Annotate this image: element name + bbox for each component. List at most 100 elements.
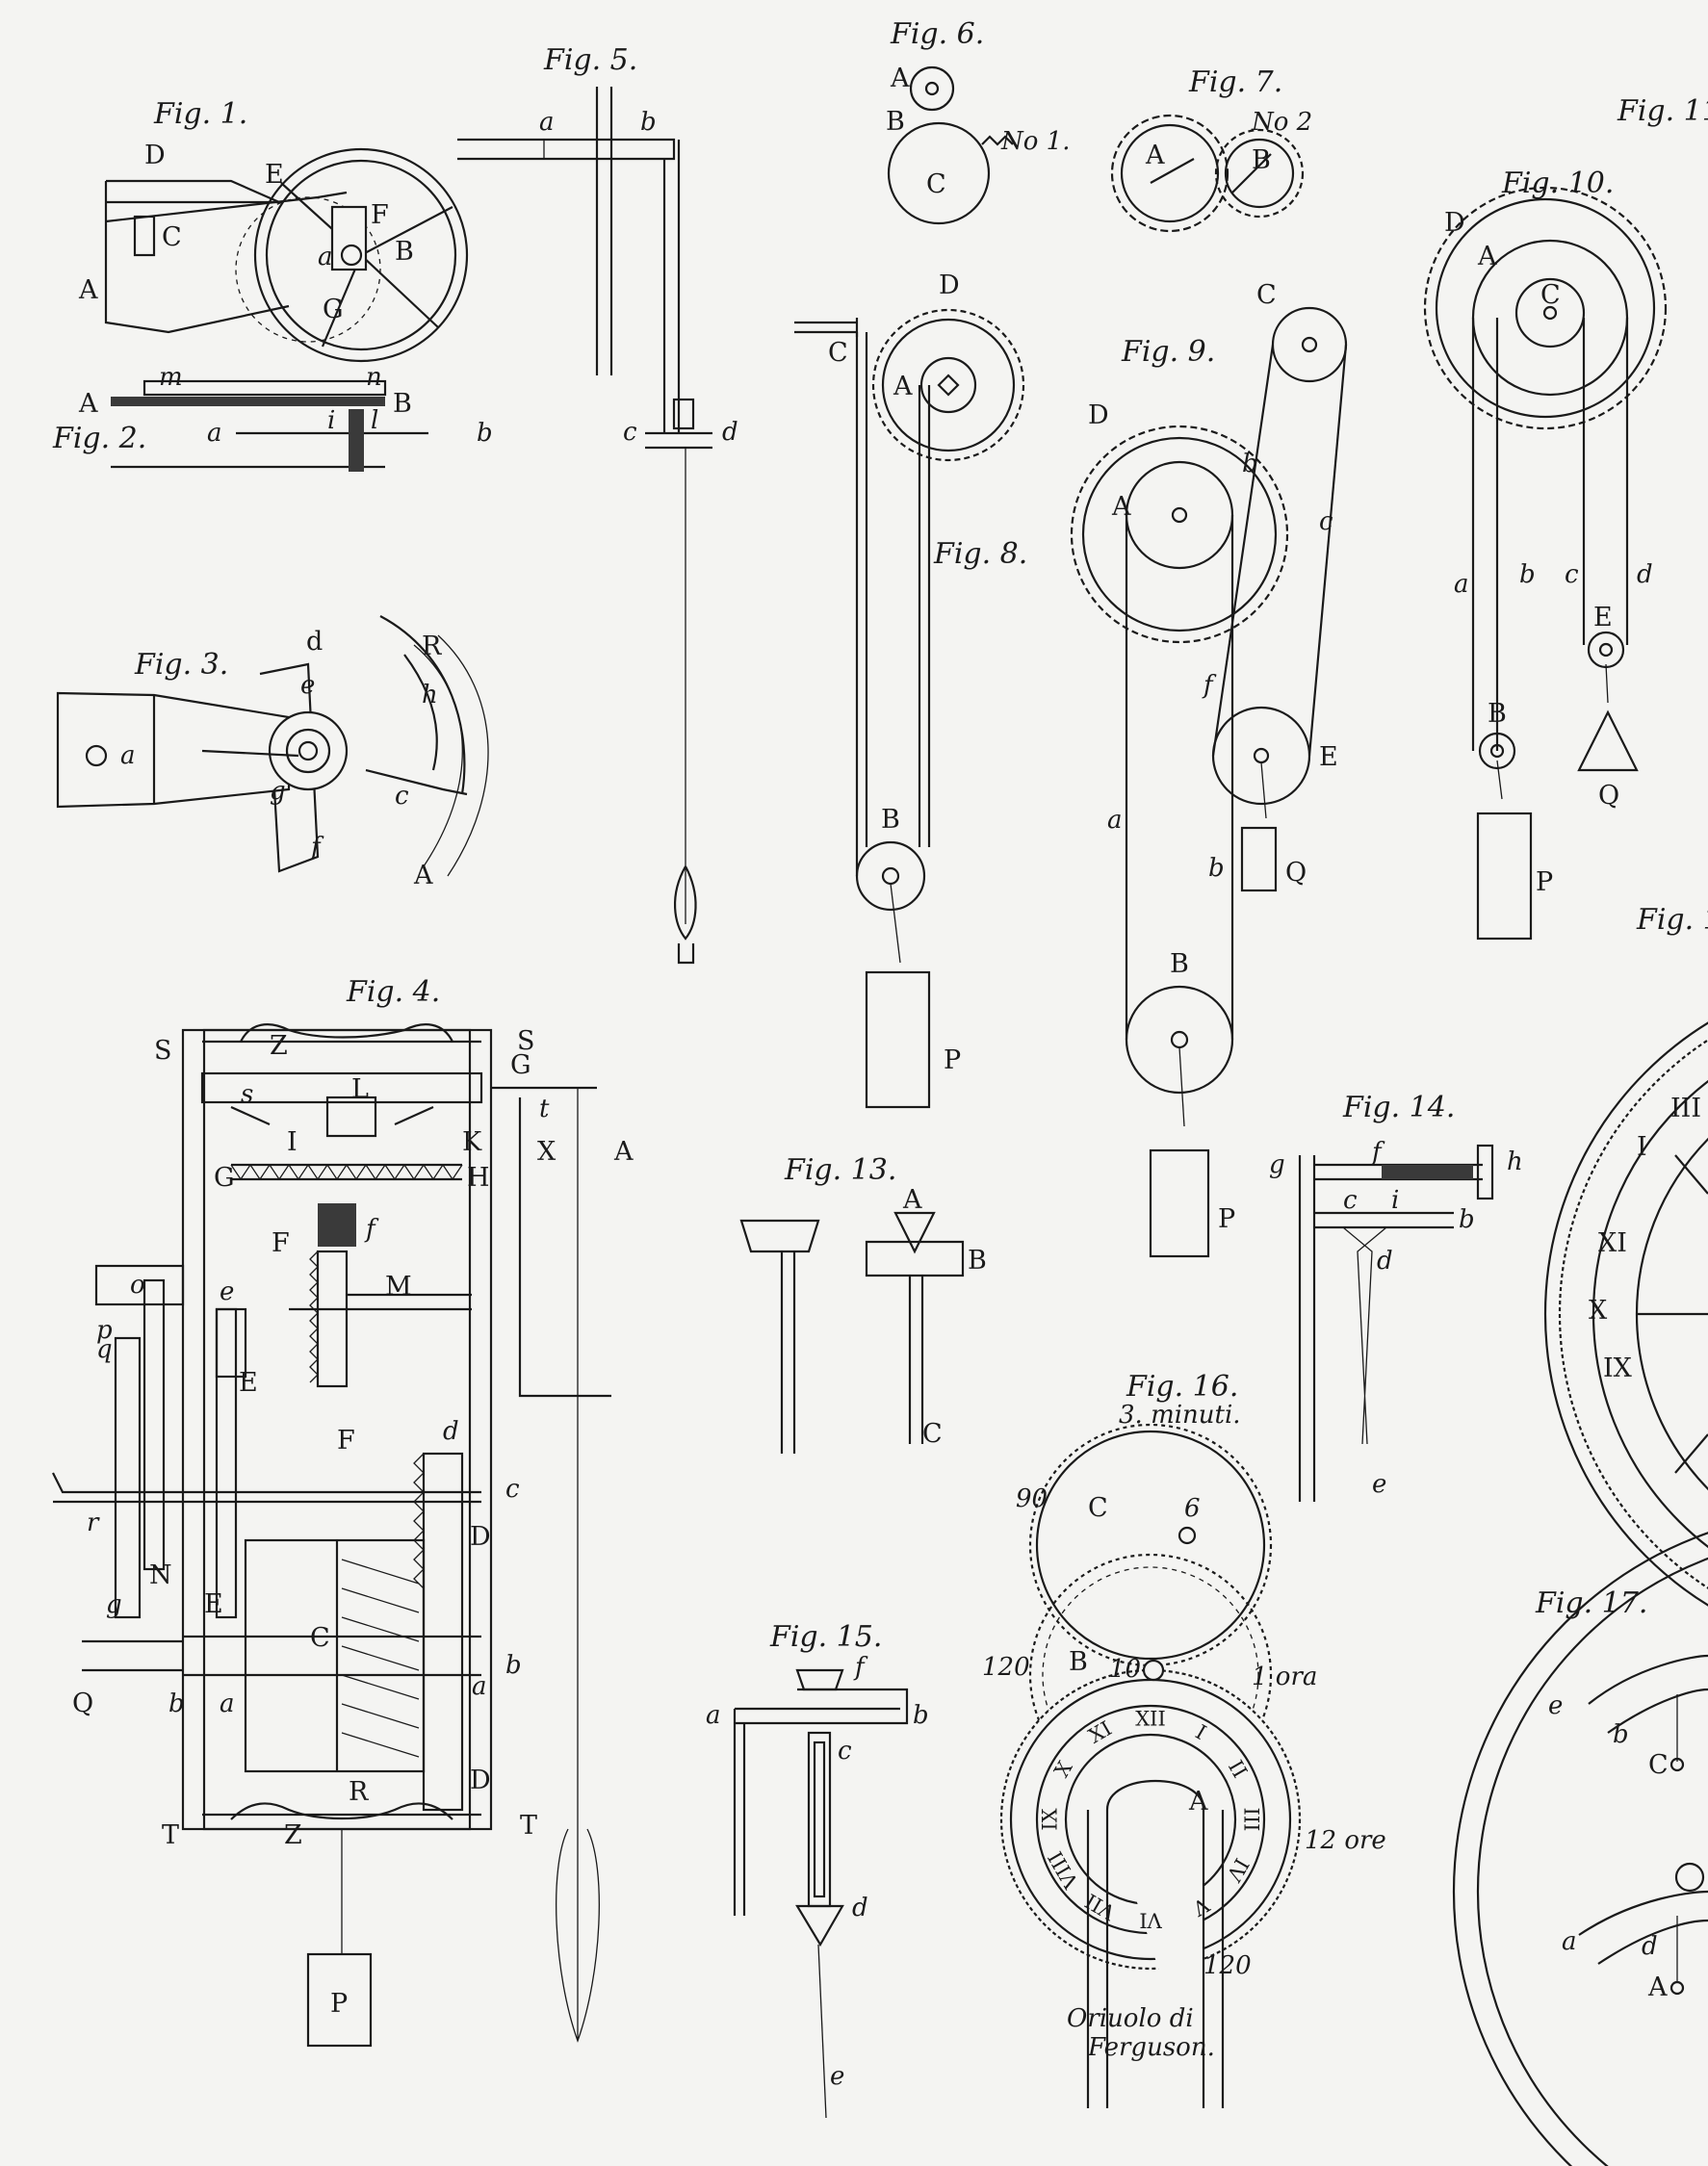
fig10-label: P xyxy=(1536,867,1553,897)
fig4-label: I xyxy=(287,1127,298,1157)
fig11-caption: Fig. 11 xyxy=(1617,94,1708,128)
fig4-label: d xyxy=(443,1417,459,1446)
fig2-label: B xyxy=(393,389,412,419)
fig12-label: IX xyxy=(1603,1354,1633,1383)
fig8-label: D xyxy=(939,271,960,300)
fig9-label: E xyxy=(1319,742,1338,772)
fig10-label: b xyxy=(1519,560,1536,589)
fig16-footer: Ferguson. xyxy=(1087,2033,1215,2062)
figure-11: Fig. 11 xyxy=(1617,94,1708,128)
fig15-label: d xyxy=(852,1894,868,1922)
fig3-label: a xyxy=(120,741,136,770)
fig6-label: B xyxy=(886,107,905,137)
figure-8: Fig. 8. C D A B P xyxy=(794,271,1027,1109)
fig4-label: E xyxy=(204,1589,223,1619)
fig3-label: f xyxy=(309,833,324,862)
fig14-label: b xyxy=(1459,1205,1475,1234)
fig14-label: g xyxy=(1269,1150,1285,1179)
figure-1: Fig. 1. D E F A C a B G xyxy=(78,97,469,363)
fig13-label: B xyxy=(968,1246,987,1276)
fig4-label: D xyxy=(470,1522,491,1552)
fig1-label: E xyxy=(265,160,284,190)
clock-numeral: XII xyxy=(1135,1708,1166,1731)
fig6-label: C xyxy=(926,169,946,199)
fig9-label: C xyxy=(1256,280,1277,310)
fig9-label: b xyxy=(1242,450,1258,478)
fig1-label: C xyxy=(162,222,182,252)
fig3-label: d xyxy=(306,627,323,657)
fig17-label: A xyxy=(1647,1973,1668,2002)
fig8-label: A xyxy=(893,372,913,401)
fig6-caption: Fig. 6. xyxy=(890,17,984,51)
fig9-label: A xyxy=(1111,492,1131,522)
fig12-label: I xyxy=(1637,1132,1647,1162)
fig4-label: b xyxy=(168,1689,185,1718)
fig17-label: C xyxy=(1648,1750,1669,1780)
fig16-label: C xyxy=(1088,1493,1108,1523)
fig9-label: D xyxy=(1088,400,1109,430)
fig15-label: e xyxy=(830,2062,844,2091)
fig3-label: e xyxy=(300,671,315,700)
figure-3: Fig. 3. d R h a e g c f A xyxy=(56,615,489,890)
fig2-label: i xyxy=(327,406,335,435)
fig12-label: X xyxy=(1589,1296,1608,1326)
fig8-label: B xyxy=(881,805,900,835)
fig4-label: p xyxy=(96,1316,113,1345)
fig4-label: L xyxy=(351,1074,369,1104)
fig14-caption: Fig. 14. xyxy=(1342,1091,1455,1124)
figure-9: Fig. 9. C D A b c f E a b Q B P xyxy=(1070,280,1348,1258)
fig16-label: 120 xyxy=(982,1653,1030,1682)
fig14-label: h xyxy=(1507,1147,1523,1176)
fig16-label: 10 xyxy=(1109,1655,1141,1684)
fig10-label: D xyxy=(1444,208,1465,238)
fig3-label: R xyxy=(422,632,442,661)
fig3-label: g xyxy=(270,777,286,806)
fig17-label: e xyxy=(1548,1691,1563,1720)
fig9-label: a xyxy=(1107,806,1123,835)
figure-12: Fig. 12 X XI IX I III xyxy=(1544,903,1708,1607)
fig15-label: a xyxy=(706,1701,721,1730)
fig9-label: b xyxy=(1208,854,1225,883)
fig1-label: B xyxy=(395,237,414,267)
figure-13: Fig. 13. A B C xyxy=(739,1153,987,1454)
figure-15: Fig. 15. f a b c d e xyxy=(706,1620,929,2119)
fig4-label: T xyxy=(162,1820,179,1850)
fig16-label: 1 ora xyxy=(1252,1663,1317,1691)
fig13-caption: Fig. 13. xyxy=(784,1153,896,1187)
fig10-label: Q xyxy=(1598,781,1619,811)
fig5-label: c xyxy=(623,418,637,447)
fig4-label: a xyxy=(220,1689,235,1718)
fig4-label: S xyxy=(517,1026,535,1056)
fig14-label: c xyxy=(1343,1186,1358,1215)
fig4-label: G xyxy=(510,1050,531,1080)
fig16-subcaption: 3. minuti. xyxy=(1119,1401,1241,1430)
fig9-label: Q xyxy=(1285,858,1307,888)
fig5-caption: Fig. 5. xyxy=(543,43,637,77)
fig7-caption: Fig. 7. xyxy=(1188,65,1282,99)
figure-16: Fig. 16. 3. minuti. IIIIIIIVVVIVIIVIIIIX… xyxy=(982,1370,1386,2108)
fig2-caption: Fig. 2. xyxy=(52,422,146,455)
fig4-label: a xyxy=(472,1672,487,1701)
fig4-label: D xyxy=(470,1766,491,1795)
fig3-label: c xyxy=(395,782,409,811)
fig1-label: G xyxy=(323,295,344,324)
figure-7: Fig. 7. No 2 A B xyxy=(1110,65,1312,233)
fig5-label: d xyxy=(722,418,738,447)
fig16-label: 90 xyxy=(1016,1484,1048,1513)
fig14-label: i xyxy=(1391,1186,1399,1215)
fig2-label: b xyxy=(477,419,493,448)
fig4-label: F xyxy=(337,1426,355,1456)
fig4-label: q xyxy=(96,1335,113,1364)
fig15-caption: Fig. 15. xyxy=(769,1620,882,1654)
fig9-label: c xyxy=(1319,507,1333,536)
fig4-label: X xyxy=(537,1137,556,1167)
fig5-label: a xyxy=(539,108,555,137)
fig15-label: c xyxy=(838,1737,852,1766)
fig4-label: s xyxy=(241,1080,253,1109)
fig4-label: R xyxy=(349,1777,369,1807)
figure-17: Fig. 17. e b C a d A xyxy=(1453,1532,1708,2166)
fig17-label: b xyxy=(1613,1720,1629,1749)
fig16-label: 12 ore xyxy=(1305,1826,1386,1855)
fig10-label: d xyxy=(1637,560,1653,589)
